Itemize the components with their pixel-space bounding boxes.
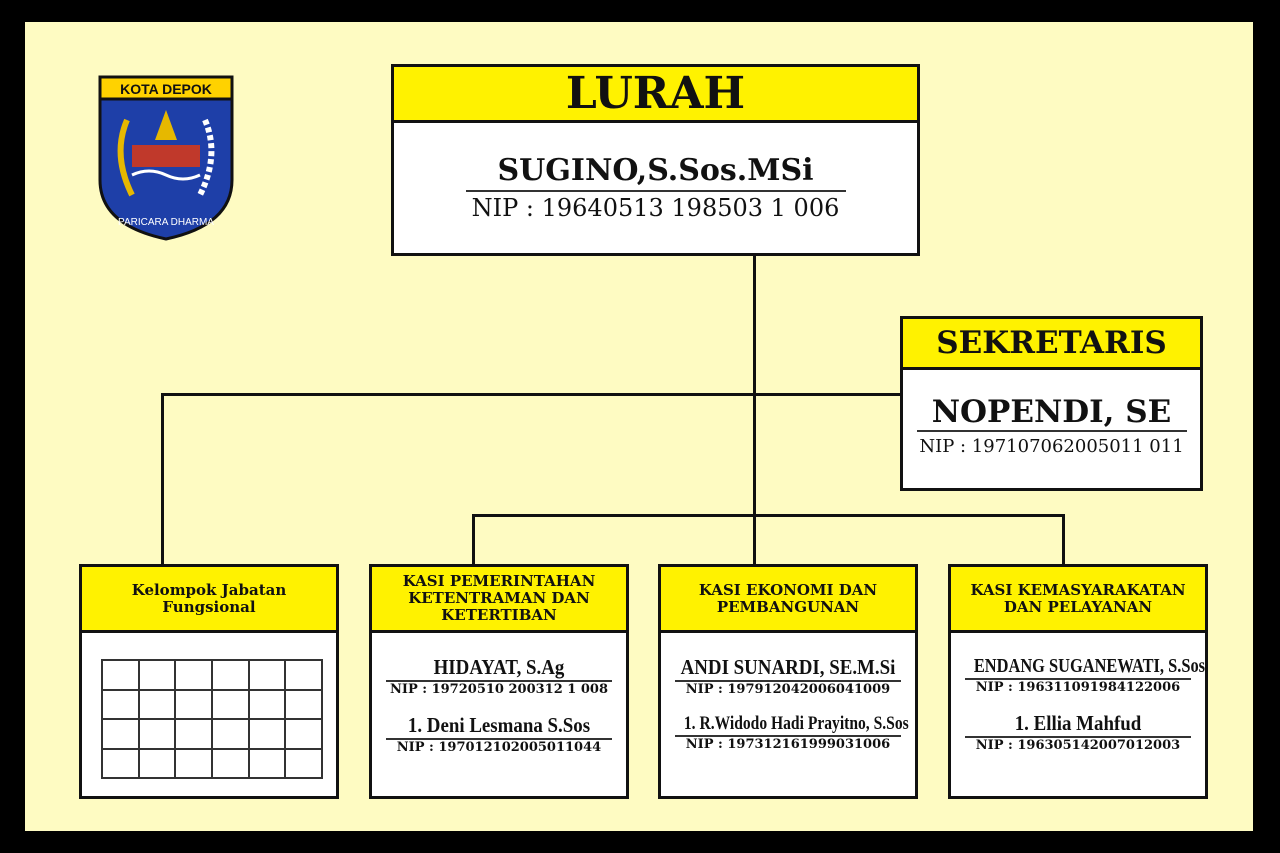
connector (472, 514, 475, 565)
kasi-name: ANDI SUNARDI, SE.M.Si (680, 655, 896, 679)
kasi-pemerintahan-box: KASI PEMERINTAHAN KETENTRAMAN DAN KETERT… (369, 564, 629, 799)
sekretaris-box: SEKRETARIS NOPENDI, SE NIP : 19710706200… (900, 316, 1203, 491)
divider (965, 678, 1191, 680)
divider (675, 735, 901, 737)
staff-name: 1. Ellia Mahfud (1014, 711, 1142, 735)
divider (386, 680, 612, 682)
fungsional-box: Kelompok Jabatan Fungsional (79, 564, 339, 799)
sekretaris-name: NOPENDI, SE (916, 394, 1187, 432)
kasi-ekonomi-box: KASI EKONOMI DAN PEMBANGUNAN ANDI SUNARD… (658, 564, 918, 799)
connector (472, 514, 1065, 517)
kasi-title: KASI KEMASYARAKATAN DAN PELAYANAN (951, 567, 1205, 633)
divider (386, 738, 612, 740)
kasi-nip: NIP : 19720510 200312 1 008 (390, 682, 608, 697)
staff-nip: NIP : 196305142007012003 (975, 738, 1181, 753)
connector (161, 393, 164, 565)
staff-name: 1. Deni Lesmana S.Sos (407, 713, 591, 737)
lurah-title: LURAH (394, 67, 917, 123)
sekretaris-title: SEKRETARIS (903, 319, 1200, 370)
lurah-name: SUGINO,S.Sos.MSi (465, 153, 846, 192)
fungsional-grid (101, 659, 323, 779)
kasi-kemasyarakatan-box: KASI KEMASYARAKATAN DAN PELAYANAN ENDANG… (948, 564, 1208, 799)
kasi-name: HIDAYAT, S.Ag (433, 655, 565, 679)
sekretaris-nip: NIP : 197107062005011 011 (919, 436, 1184, 457)
lurah-box: LURAH SUGINO,S.Sos.MSi NIP : 19640513 19… (391, 64, 920, 256)
kasi-title: KASI PEMERINTAHAN KETENTRAMAN DAN KETERT… (372, 567, 626, 633)
fungsional-title: Kelompok Jabatan Fungsional (82, 567, 336, 633)
staff-nip: NIP : 197312161999031006 (685, 737, 891, 752)
svg-text:PARICARA DHARMA: PARICARA DHARMA (118, 217, 214, 228)
divider (965, 736, 1191, 738)
connector (1062, 514, 1065, 565)
lurah-nip: NIP : 19640513 198503 1 006 (471, 194, 840, 222)
kasi-name: ENDANG SUGANEWATI, S.Sos (973, 655, 1206, 677)
kota-depok-logo: KOTA DEPOK PARICARA DHARMA (97, 75, 235, 241)
staff-nip: NIP : 197012102005011044 (396, 740, 602, 755)
connector (753, 255, 756, 565)
svg-text:KOTA DEPOK: KOTA DEPOK (120, 81, 212, 97)
kasi-title: KASI EKONOMI DAN PEMBANGUNAN (661, 567, 915, 633)
kasi-nip: NIP : 196311091984122006 (975, 680, 1181, 695)
staff-name: 1. R.Widodo Hadi Prayitno, S.Sos (683, 713, 909, 734)
kasi-nip: NIP : 197912042006041009 (685, 682, 891, 697)
divider (675, 680, 901, 682)
connector (161, 393, 901, 396)
